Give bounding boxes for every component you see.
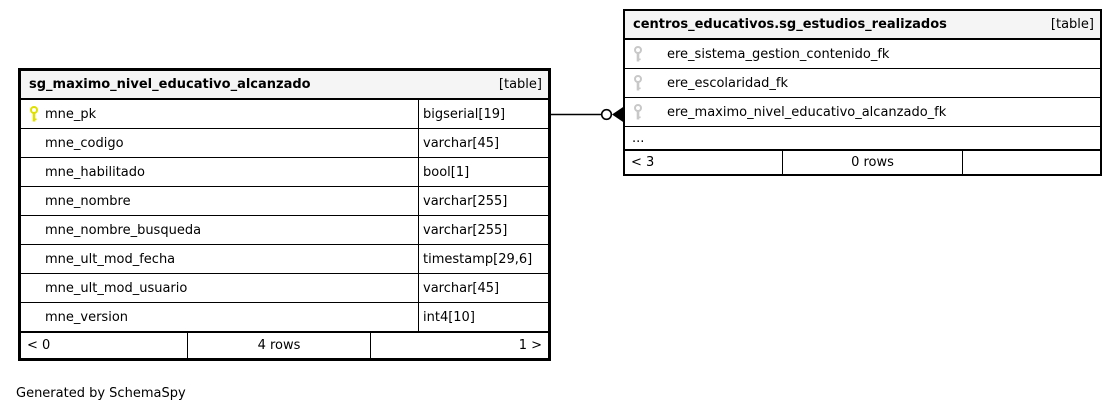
column-type: timestamp[29,6] [418,245,548,273]
parents-count: 1 > [370,333,548,358]
foreign-key-icon [634,104,642,120]
table-footer: < 0 4 rows 1 > [21,332,548,358]
key-spacer [29,164,39,180]
column-type: varchar[255] [418,187,548,215]
zero-circle-marker [600,108,613,121]
children-count: < 3 [631,155,655,170]
column-type: bigserial[19] [418,100,548,128]
column-type: varchar[255] [418,216,548,244]
key-spacer [29,251,39,267]
column-type: varchar[45] [418,129,548,157]
key-spacer [29,193,39,209]
foreign-key-icon [634,46,642,62]
column-row: mne_ult_mod_fecha timestamp[29,6] [21,245,548,274]
table-name-link[interactable]: centros_educativos.sg_estudios_realizado… [633,17,947,32]
column-row: ere_sistema_gestion_contenido_fk [625,40,1100,69]
column-row: mne_version int4[10] [21,303,548,332]
column-name: mne_codigo [45,135,124,151]
column-row: mne_pk bigserial[19] [21,100,548,129]
column-type: varchar[45] [418,274,548,302]
key-spacer [29,309,39,325]
more-columns-row: ... [625,127,1100,150]
column-name: mne_pk [45,106,97,122]
column-name: ere_sistema_gestion_contenido_fk [667,46,890,62]
column-name: mne_nombre [45,193,131,209]
table-node-centros-educativos-sg-estudios-realizados: centros_educativos.sg_estudios_realizado… [623,9,1102,176]
column-row: mne_nombre_busqueda varchar[255] [21,216,548,245]
column-row: ere_maximo_nivel_educativo_alcanzado_fk [625,98,1100,127]
schemaspy-credit: Generated by SchemaSpy [16,386,186,401]
table-footer: < 3 0 rows [625,150,1100,174]
column-row: mne_nombre varchar[255] [21,187,548,216]
row-count: 4 rows [187,333,370,358]
column-row: mne_habilitado bool[1] [21,158,548,187]
column-name: mne_version [45,309,129,325]
key-spacer [29,222,39,238]
foreign-key-icon [634,75,642,91]
parents-count [962,151,1100,174]
key-spacer [29,135,39,151]
column-name: ere_escolaridad_fk [667,75,789,91]
column-name: ere_maximo_nivel_educativo_alcanzado_fk [667,104,947,120]
key-spacer [29,280,39,296]
column-type: bool[1] [418,158,548,186]
column-row: ere_escolaridad_fk [625,69,1100,98]
ellipsis: ... [632,130,645,146]
column-name: mne_ult_mod_fecha [45,251,176,267]
column-name: mne_nombre_busqueda [45,222,202,238]
table-type-badge: [table] [498,77,542,92]
column-name: mne_ult_mod_usuario [45,280,188,296]
column-type: int4[10] [418,303,548,331]
table-name-link[interactable]: sg_maximo_nivel_educativo_alcanzado [29,77,311,92]
children-count: < 0 [27,338,51,353]
crow-foot-marker [612,106,624,123]
row-count: 0 rows [782,151,962,174]
table-header: centros_educativos.sg_estudios_realizado… [625,11,1100,40]
table-node-sg-maximo-nivel-educativo-alcanzado: sg_maximo_nivel_educativo_alcanzado [tab… [18,68,551,361]
column-row: mne_ult_mod_usuario varchar[45] [21,274,548,303]
table-type-badge: [table] [1050,17,1094,32]
primary-key-icon [30,106,38,122]
fk-relationship-connector [551,106,624,123]
table-header: sg_maximo_nivel_educativo_alcanzado [tab… [21,71,548,100]
column-row: mne_codigo varchar[45] [21,129,548,158]
column-name: mne_habilitado [45,164,145,180]
